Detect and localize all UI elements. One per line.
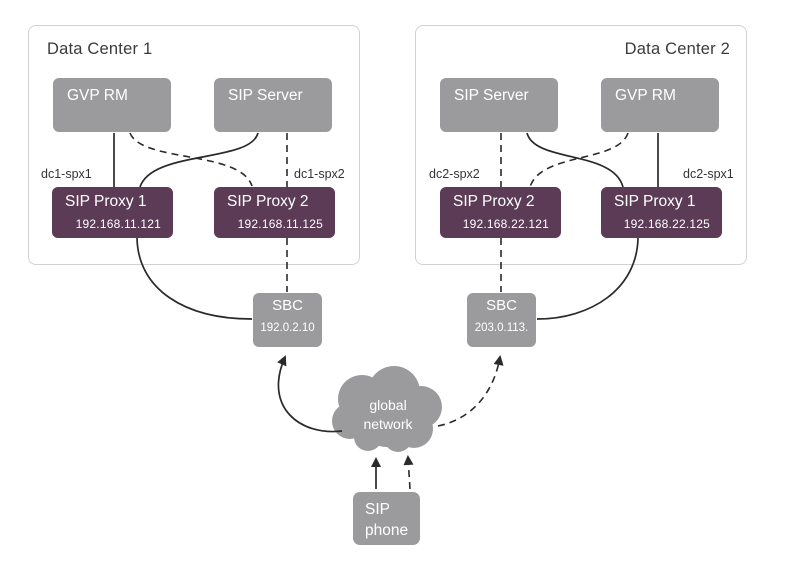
node-label: GVP RM bbox=[67, 87, 128, 104]
edge-proxy1-dc2-to-sbc2-solid bbox=[536, 237, 639, 320]
sbc-node-dc2: SBC 203.0.113. bbox=[467, 293, 536, 347]
sip-proxy-1-node-dc2: SIP Proxy 1 192.168.22.125 bbox=[601, 187, 722, 238]
edge-cloud-to-sbc2-dashed-arrow bbox=[437, 355, 504, 427]
label-dc2-spx1: dc2-spx1 bbox=[683, 167, 734, 181]
edge-sipserver-dc2-to-proxy1-solid bbox=[526, 132, 624, 188]
sbc-node-dc1: SBC 192.0.2.10 bbox=[253, 293, 322, 347]
sip-proxy-2-node-dc1: SIP Proxy 2 192.168.11.125 bbox=[214, 187, 335, 238]
node-label-line1: SIP bbox=[365, 501, 390, 518]
sip-proxy-2-node-dc2: SIP Proxy 2 192.168.22.121 bbox=[440, 187, 561, 238]
node-ip: 192.168.22.125 bbox=[623, 217, 710, 231]
gvp-rm-node-dc2: GVP RM bbox=[601, 78, 719, 132]
node-label-line2: phone bbox=[365, 522, 409, 539]
node-title: SIP Proxy 1 bbox=[614, 193, 696, 210]
cloud-label-line1: global bbox=[369, 397, 407, 413]
label-dc1-spx1: dc1-spx1 bbox=[41, 167, 92, 181]
node-ip: 192.0.2.10 bbox=[260, 322, 315, 334]
sip-phone-node: SIP phone bbox=[353, 492, 420, 545]
edge-sipserver-dc1-to-proxy1-solid bbox=[139, 132, 259, 188]
node-title: SBC bbox=[486, 297, 517, 314]
node-ip: 192.168.11.125 bbox=[237, 217, 323, 231]
sip-proxy-1-node-dc1: SIP Proxy 1 192.168.11.121 bbox=[52, 187, 173, 238]
cloud-label-line2: network bbox=[363, 416, 413, 432]
global-network-cloud-icon bbox=[332, 366, 442, 452]
node-ip: 203.0.113. bbox=[474, 322, 529, 334]
node-title: SBC bbox=[272, 297, 303, 314]
edge-proxy1-dc1-to-sbc1-solid bbox=[136, 237, 253, 320]
node-title: SIP Proxy 1 bbox=[65, 193, 147, 210]
node-label: SIP Server bbox=[454, 87, 529, 104]
edge-gvprm-dc2-to-proxy2-dashed bbox=[529, 132, 629, 188]
edge-gvprm-dc1-to-proxy2-dashed bbox=[129, 132, 253, 187]
node-label: SIP Server bbox=[228, 87, 303, 104]
node-ip: 192.168.11.121 bbox=[75, 217, 161, 231]
gvp-rm-node-dc1: GVP RM bbox=[53, 78, 171, 132]
node-label: GVP RM bbox=[615, 87, 676, 104]
label-dc2-spx2: dc2-spx2 bbox=[429, 167, 480, 181]
node-ip: 192.168.22.121 bbox=[462, 217, 549, 231]
node-title: SIP Proxy 2 bbox=[453, 193, 535, 210]
edge-cloud-to-sbc1-solid-arrow bbox=[277, 355, 343, 433]
label-dc1-spx2: dc1-spx2 bbox=[294, 167, 345, 181]
edge-phone-to-cloud-dashed-arrow bbox=[403, 455, 414, 490]
cloud-label: global network bbox=[338, 396, 438, 434]
data-center-1-title: Data Center 1 bbox=[47, 40, 153, 58]
node-title: SIP Proxy 2 bbox=[227, 193, 309, 210]
sip-server-node-dc2: SIP Server bbox=[440, 78, 558, 132]
sip-server-node-dc1: SIP Server bbox=[214, 78, 332, 132]
data-center-2-title: Data Center 2 bbox=[624, 40, 730, 58]
